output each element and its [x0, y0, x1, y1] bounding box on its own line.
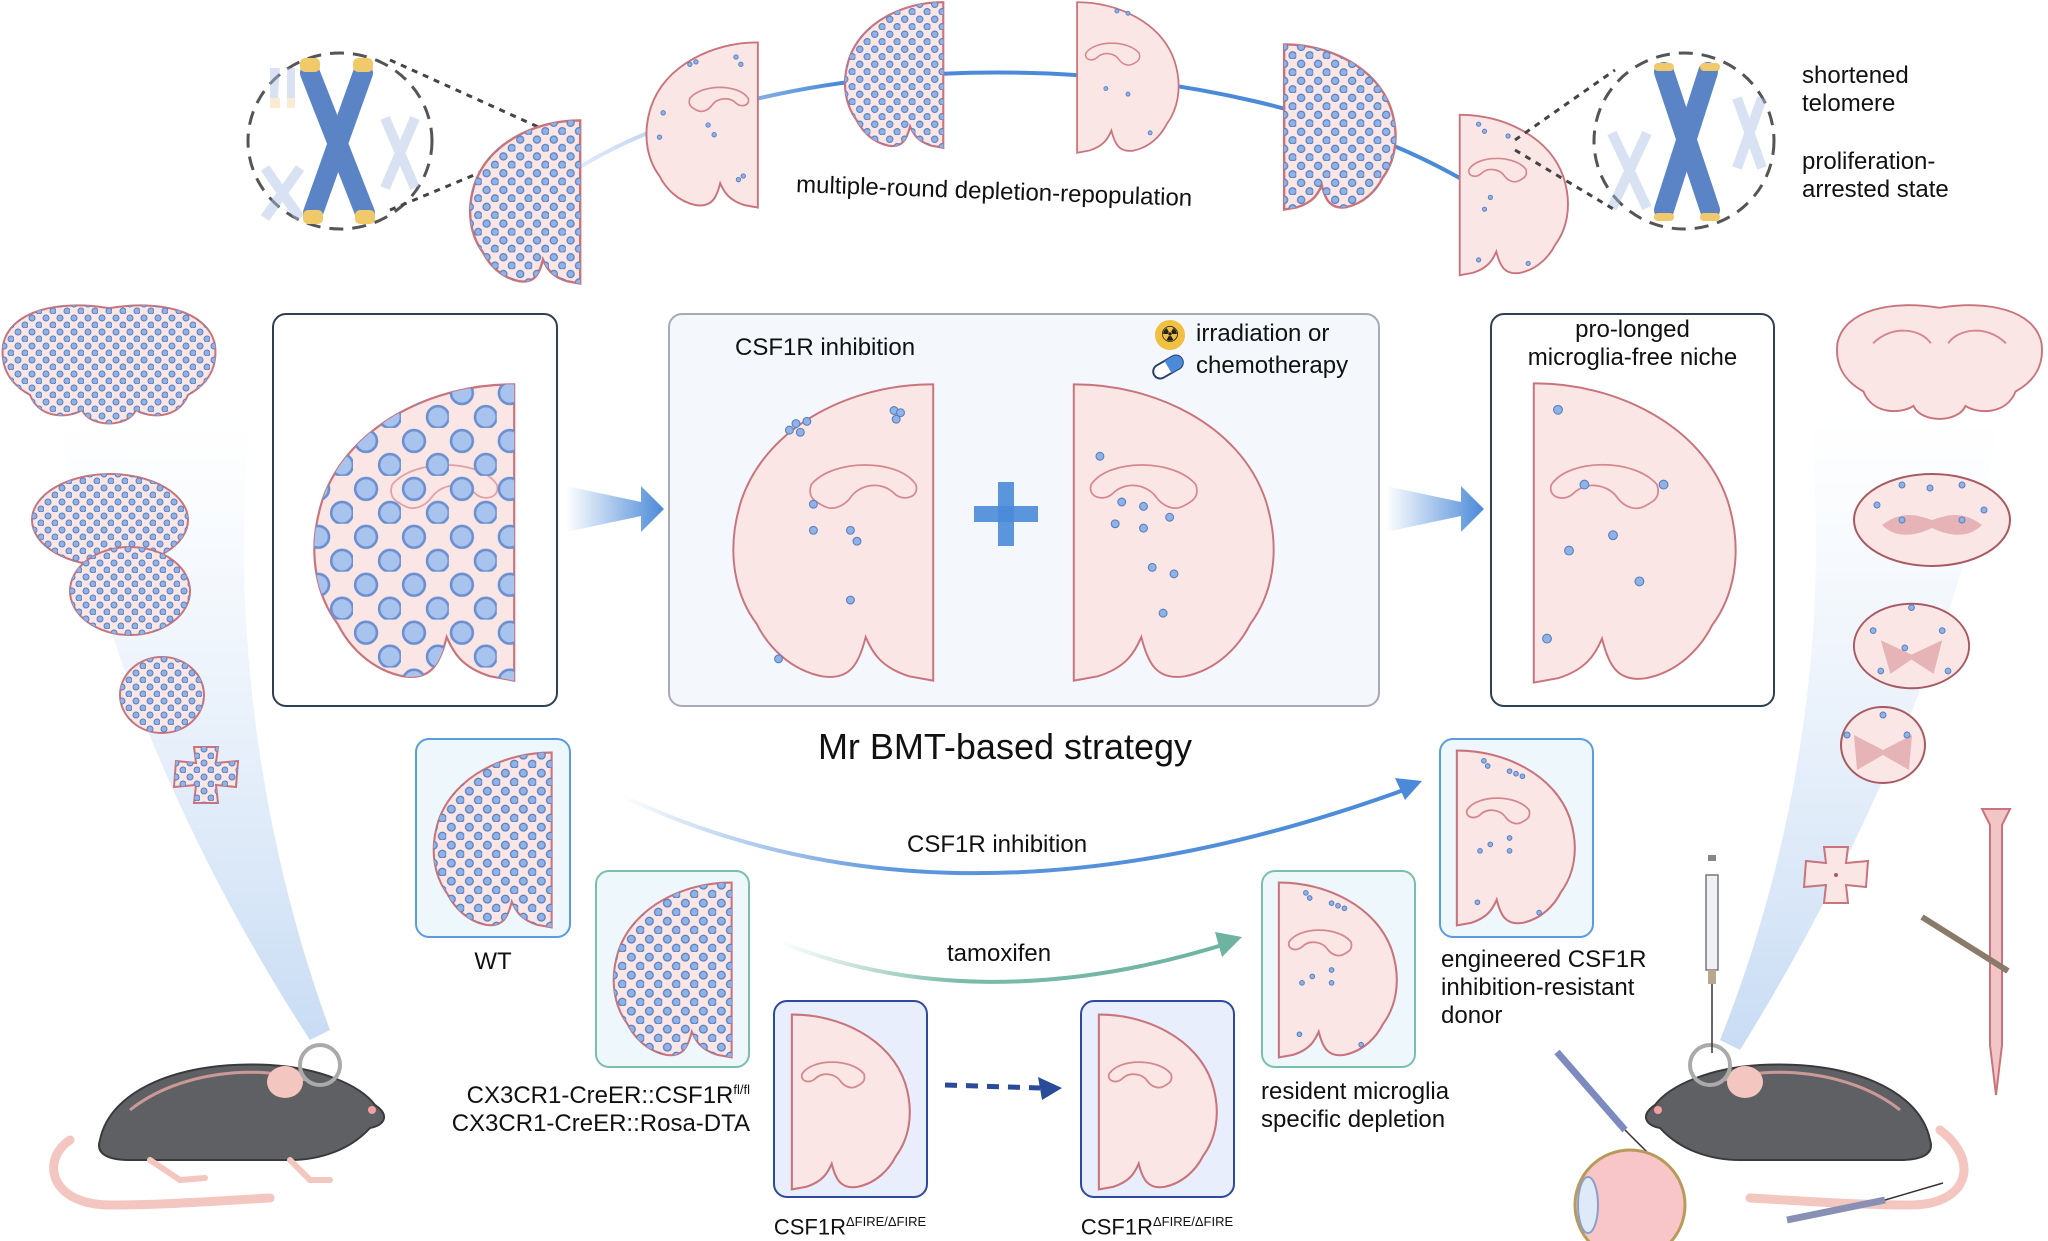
genotype-line-1: CX3CR1-CreER::CSF1Rfl/fl [466, 1082, 750, 1109]
fire-label-after: CSF1RΔFIRE/ΔFIRE [1080, 1214, 1234, 1240]
genotype-label: CX3CR1-CreER::CSF1Rfl/fl CX3CR1-CreER::R… [410, 1076, 750, 1138]
radiation-icon: ☢ [1155, 320, 1185, 350]
faded-chromosome-icon [260, 68, 420, 221]
csf1r-arrowhead [1395, 778, 1422, 800]
pill-icon [1152, 354, 1184, 380]
mouse-left [49, 1043, 385, 1210]
engineered-donor-label: engineered CSF1R inhibition-resistant do… [1441, 946, 1646, 1030]
strategy-title: Mr BMT-based strategy [817, 726, 1193, 767]
mouse-right [1645, 1043, 1969, 1210]
left-coronal-brain-dense [1, 304, 217, 425]
syringe-intracerebral-icon [1705, 855, 1719, 1053]
irradiation-brain-slice [1072, 383, 1275, 682]
irradiation-label: irradiation or [1196, 320, 1330, 347]
state-line-2: arrested state [1802, 176, 1949, 203]
state-annotation: proliferation- arrested state [1802, 148, 1949, 204]
chromosome-magnifier-right [1592, 51, 1776, 231]
csf1r-inhibition-arrow [619, 785, 1413, 876]
resident-line-2: specific depletion [1261, 1106, 1446, 1133]
genotype-brain-slice [612, 881, 733, 1059]
resident-depletion-label: resident microglia specific depletion [1261, 1078, 1449, 1134]
tamoxifen-arrowhead [1215, 932, 1242, 957]
syringe-tail-vein-icon [1786, 1182, 1944, 1224]
sparse-microglia-dots [774, 406, 906, 664]
tamoxifen-label: tamoxifen [947, 940, 1052, 967]
left-spinal-thoracic-dense [69, 546, 191, 636]
engineered-line-2: inhibition-resistant [1441, 974, 1635, 1001]
tamoxifen-arrow [779, 940, 1233, 984]
spinal-cord-longitudinal [1980, 808, 2012, 1096]
niche-title-line-2: microglia-free niche [1527, 344, 1738, 371]
fire-arrowhead [1038, 1077, 1062, 1100]
top-slice-6-sparse [1458, 113, 1569, 277]
telomere-annotation: shortened telomere [1802, 62, 1909, 118]
arrow-to-right [1386, 486, 1484, 532]
syringe-intrathecal-icon [1920, 914, 2010, 974]
chromosome-icon [300, 58, 375, 224]
niche-title-line-1: pro-longed [1575, 316, 1690, 343]
arrow-to-middle [566, 486, 664, 532]
left-spinal-lumbar-dense [119, 656, 205, 734]
chemotherapy-label: chemotherapy [1196, 352, 1349, 379]
top-slice-2-sparse [645, 41, 759, 209]
csf1r-inhibition-label: CSF1R inhibition [735, 334, 916, 361]
resident-line-1: resident microglia [1261, 1078, 1450, 1105]
plus-icon [974, 482, 1038, 546]
right-spinal-sacral-sparse [1802, 846, 1870, 904]
wt-label: WT [474, 948, 512, 975]
state-line-1: proliferation- [1802, 148, 1936, 175]
faded-chromosome-icon [1607, 96, 1767, 211]
csf1r-arrow-label: CSF1R inhibition [907, 831, 1088, 858]
csf1r-brain-slice [732, 383, 935, 682]
eye-icon [1573, 1148, 1687, 1241]
genotype-line-2: CX3CR1-CreER::Rosa-DTA [451, 1110, 750, 1137]
chromosome-magnifier-left [246, 51, 434, 231]
engineered-line-3: donor [1441, 1002, 1503, 1029]
left-spinal-sacral-dense [172, 746, 240, 804]
right-spinal-lumbar-sparse [1840, 706, 1926, 784]
magnifier-connector-right [1514, 68, 1616, 212]
right-spinal-thoracic-sparse [1852, 602, 1971, 690]
left-spinal-cervical-dense [31, 473, 189, 567]
right-coronal-brain-sparse [1836, 304, 2043, 420]
engineered-donor-brain-slice [1455, 749, 1576, 927]
fire-dashed-arrow [944, 1082, 1041, 1091]
niche-title: pro-longed microglia-free niche [1490, 316, 1775, 372]
telomere-line-2: telomere [1802, 90, 1896, 117]
fire-brain-slice-before [790, 1013, 911, 1191]
sparse-microglia-dots [1095, 451, 1179, 618]
fire-label-before: CSF1RΔFIRE/ΔFIRE [773, 1214, 927, 1240]
wt-brain-slice [432, 751, 553, 929]
right-spinal-cervical-sparse [1853, 473, 2011, 567]
chromosome-icon [1654, 62, 1720, 221]
fire-brain-slice-after [1097, 1013, 1218, 1191]
engineered-line-1: engineered CSF1R [1441, 946, 1647, 973]
sparse-microglia-dots [1542, 404, 1669, 644]
top-slice-4-sparse [1076, 1, 1180, 154]
niche-brain-slice [1532, 382, 1737, 684]
resident-depletion-brain-slice [1277, 881, 1398, 1059]
telomere-line-1: shortened [1802, 62, 1909, 89]
